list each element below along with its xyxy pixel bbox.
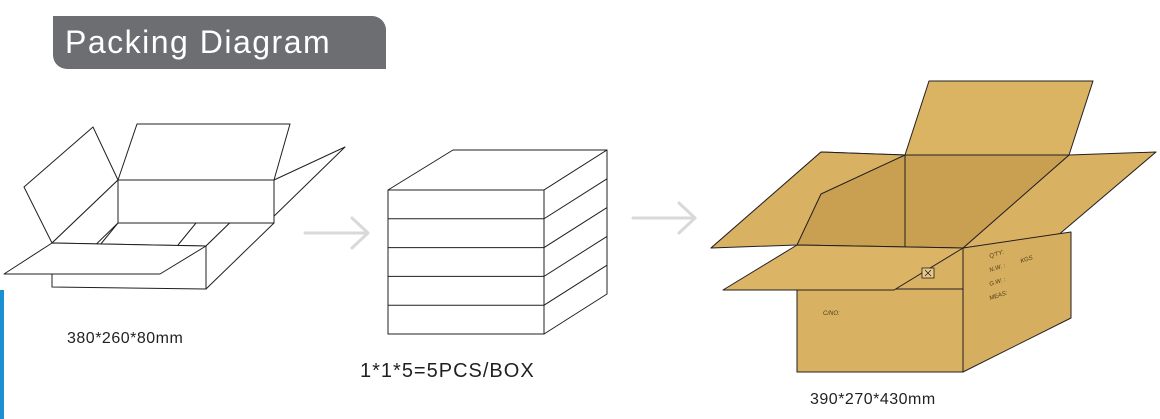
carton-mark-gw: G.W. : bbox=[989, 277, 1007, 288]
inner-box-front-flap bbox=[3, 242, 207, 275]
carton-mark-nw: N.W. : bbox=[989, 263, 1007, 274]
stack-layer-line bbox=[388, 235, 608, 277]
stack-layer-line bbox=[388, 264, 608, 306]
inner-box-open bbox=[3, 123, 346, 290]
carton-inner-back bbox=[796, 154, 1070, 249]
inner-box-back-wall bbox=[117, 179, 275, 224]
carton-dimensions: 390*270*430mm bbox=[810, 391, 936, 408]
carton-mark-qty: Q'TY: bbox=[989, 249, 1005, 259]
carton-back-flap bbox=[904, 80, 1094, 156]
arrow-right-icon bbox=[303, 216, 370, 250]
accent-bar bbox=[0, 290, 4, 419]
inner-box-back-flap bbox=[117, 123, 291, 181]
quantity-formula: 1*1*5=5PCS/BOX bbox=[360, 360, 535, 382]
inner-box-dimensions: 380*260*80mm bbox=[67, 330, 184, 347]
outer-carton bbox=[710, 80, 1157, 373]
carton-side-face bbox=[962, 231, 1072, 373]
carton-marks: C/NO: Q'TY: N.W. : G.W. : MEAS: KGS bbox=[823, 249, 1034, 317]
carton-front-flap bbox=[722, 244, 964, 291]
stack-layer-line bbox=[388, 178, 608, 220]
fragile-icon bbox=[921, 267, 935, 279]
inner-box-stack bbox=[387, 149, 608, 335]
page-title: Packing Diagram bbox=[53, 16, 386, 69]
carton-front-face-flat bbox=[796, 288, 964, 373]
carton-mark-kgs: KGS bbox=[1020, 255, 1034, 265]
carton-mark-meas: MEAS: bbox=[989, 290, 1009, 302]
stack-front bbox=[387, 189, 545, 335]
carton-mark-cno: C/NO: bbox=[823, 311, 840, 317]
stack-layer-line bbox=[388, 207, 608, 249]
arrow-right-icon bbox=[631, 201, 697, 235]
